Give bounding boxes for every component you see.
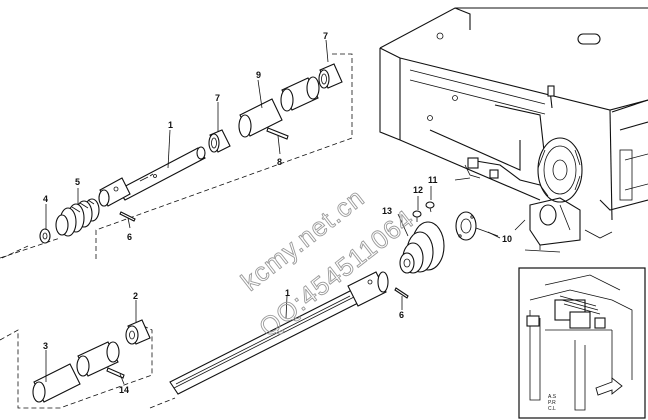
flange-10 xyxy=(455,211,499,241)
inset-frame xyxy=(518,267,646,419)
callout-6-upper: 6 xyxy=(127,232,132,242)
callout-4: 4 xyxy=(43,194,48,204)
callout-2: 2 xyxy=(133,291,138,301)
callout-6-lower: 6 xyxy=(399,310,404,320)
shaft-1-lower xyxy=(169,271,389,395)
key-14 xyxy=(106,367,125,379)
shaft-1-upper xyxy=(117,146,206,201)
callout-7-left: 7 xyxy=(215,93,220,103)
upper-axis-line xyxy=(1,245,29,259)
machine-housing xyxy=(379,7,648,253)
bushing-7-right xyxy=(318,63,343,89)
washer-4 xyxy=(39,228,51,244)
callout-14: 14 xyxy=(119,385,129,395)
worm-gear-5 xyxy=(55,198,100,237)
callout-5: 5 xyxy=(75,177,80,187)
screw-12 xyxy=(412,210,422,222)
callout-13: 13 xyxy=(382,206,392,216)
direction-arrow-icon xyxy=(595,377,623,396)
sleeve-9 xyxy=(238,76,320,138)
callout-12: 12 xyxy=(413,185,423,195)
pulley-13 xyxy=(399,221,445,274)
callout-1-lower: 1 xyxy=(285,288,290,298)
inset-ref-label: P.R xyxy=(548,400,556,406)
callout-11: 11 xyxy=(428,175,438,185)
callout-3: 3 xyxy=(43,341,48,351)
bushing-7-left xyxy=(208,129,231,153)
inset-ref-label: A.S xyxy=(548,394,557,400)
pin-6-upper xyxy=(119,211,136,222)
coupling-upper xyxy=(98,177,131,207)
callout-7-right: 7 xyxy=(323,31,328,41)
key-8 xyxy=(266,127,289,140)
callout-10: 10 xyxy=(502,234,512,244)
callout-8: 8 xyxy=(277,157,282,167)
leader-lines xyxy=(45,39,501,385)
callout-9: 9 xyxy=(256,70,261,80)
sleeve-3 xyxy=(32,341,120,403)
screw-11 xyxy=(425,201,435,213)
pin-6-lower xyxy=(394,287,409,299)
assembly-boundary-lower xyxy=(0,321,176,409)
inset-view: A.S P.R C.L xyxy=(518,267,646,419)
inset-ref-label: C.L xyxy=(548,406,556,412)
callout-1-upper: 1 xyxy=(168,120,173,130)
bushing-2 xyxy=(125,319,151,345)
